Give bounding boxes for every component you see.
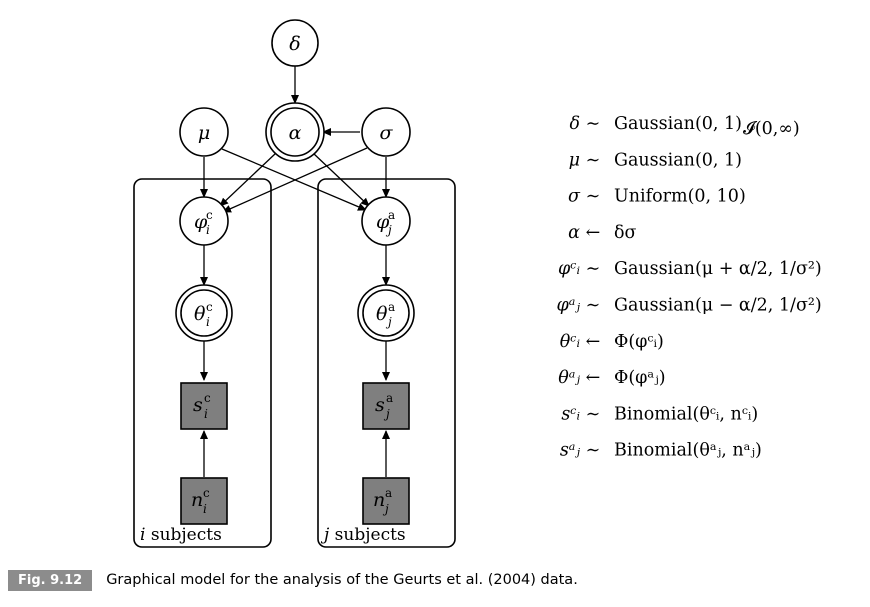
equation-rhs: Binomial(θᵃⱼ, nᵃⱼ) [614, 441, 762, 461]
equation-row: sᵃⱼ∼ Binomial(θᵃⱼ, nᵃⱼ) [560, 441, 762, 461]
svg-text:s: s [375, 394, 385, 416]
svg-text:s: s [193, 394, 203, 416]
svg-text:θ: θ [194, 303, 206, 325]
equation-operator: ∼ [586, 296, 601, 316]
plate-label-j: j subjects [320, 525, 406, 545]
equation-rhs: Uniform(0, 10) [614, 187, 746, 207]
svg-text:j: j [385, 315, 392, 329]
equation-row: δ ∼ Gaussian(0, 1)𝓘(0,∞) [569, 114, 799, 139]
equation-operator: ← [586, 368, 601, 388]
figure-caption: Fig. 9.12 Graphical model for the analys… [8, 568, 578, 592]
edge-alpha-phia [312, 152, 370, 207]
equation-row: φᵃⱼ∼ Gaussian(μ − α/2, 1/σ²) [557, 296, 822, 316]
svg-text:α: α [289, 122, 302, 144]
node-delta: δ [271, 19, 319, 67]
svg-text:j: j [383, 407, 390, 421]
svg-text:j: j [382, 502, 389, 516]
equation-lhs: sᶜᵢ [561, 404, 580, 424]
plate-label-i: i subjects [140, 525, 222, 545]
equation-rhs: Φ(φᶜᵢ) [614, 332, 664, 352]
equation-operator: ∼ [586, 187, 601, 207]
node-alpha: α [265, 102, 325, 162]
edge-alpha-phic [219, 152, 277, 207]
svg-text:n: n [191, 489, 203, 511]
equation-rhs: Gaussian(0, 1) [614, 114, 742, 134]
svg-text:a: a [385, 486, 392, 500]
equation-row: θᶜᵢ ← Φ(φᶜᵢ) [560, 332, 664, 352]
svg-text:j: j [385, 223, 392, 237]
figure-caption-text: Graphical model for the analysis of the … [106, 572, 578, 588]
svg-text:a: a [386, 391, 393, 405]
edge-mu-phia [221, 148, 367, 211]
equation-lhs: φᶜᵢ [558, 259, 580, 279]
node-s-c: s c i [180, 382, 228, 430]
svg-text:φ: φ [194, 211, 208, 233]
equation-operator: ∼ [586, 441, 601, 461]
svg-text:i: i [203, 502, 207, 516]
equation-row: σ∼ Uniform(0, 10) [568, 187, 746, 207]
node-theta-c: θ c i [175, 284, 233, 342]
svg-text:μ: μ [198, 122, 210, 144]
equation-lhs: θᶜᵢ [560, 332, 580, 352]
svg-text:i: i [206, 315, 210, 329]
svg-text:θ: θ [376, 303, 388, 325]
equation-operator: ∼ [586, 404, 601, 424]
svg-text:δ: δ [289, 33, 300, 55]
svg-text:c: c [206, 300, 213, 314]
plate-i-subjects [133, 178, 272, 548]
equation-rhs: Φ(φᵃⱼ) [614, 368, 666, 388]
equation-row: sᶜᵢ ∼ Binomial(θᶜᵢ, nᶜᵢ) [561, 404, 758, 424]
equation-row: μ ∼ Gaussian(0, 1) [569, 150, 742, 170]
equation-lhs: θᵃⱼ [558, 368, 580, 388]
svg-text:c: c [203, 486, 210, 500]
svg-text:φ: φ [376, 211, 390, 233]
figure-number-badge: Fig. 9.12 [8, 569, 93, 591]
node-s-a: s a j [362, 382, 410, 430]
svg-text:n: n [373, 489, 385, 511]
equation-rhs: Gaussian(0, 1) [614, 150, 742, 170]
equation-lhs: α [568, 223, 580, 243]
model-equations: δ∼Gaussian(0, 1)𝓘(0,∞)μ∼Gaussian(0, 1)σ∼… [557, 114, 822, 461]
equation-lhs: σ [568, 187, 581, 207]
equation-operator: ∼ [586, 114, 601, 134]
equation-operator: ∼ [586, 259, 601, 279]
node-n-c: n c i [180, 477, 228, 525]
equation-lhs: μ [569, 150, 580, 170]
svg-text:a: a [388, 300, 395, 314]
svg-text:c: c [204, 391, 211, 405]
svg-text:i: i [206, 223, 210, 237]
node-mu: μ [179, 107, 229, 157]
equation-row: α ← δσ [568, 223, 636, 243]
equation-operator: ∼ [586, 150, 601, 170]
equation-operator: ← [586, 332, 601, 352]
equation-rhs: Binomial(θᶜᵢ, nᶜᵢ) [614, 404, 758, 424]
equation-rhs: δσ [614, 223, 637, 243]
equation-row: φᶜᵢ ∼ Gaussian(μ + α/2, 1/σ²) [558, 259, 822, 279]
edge-sigma-phic [222, 147, 368, 213]
equation-lhs: φᵃⱼ [557, 296, 581, 316]
equation-lhs: sᵃⱼ [560, 441, 581, 461]
equation-rhs-subscript: 𝓘(0,∞) [743, 119, 800, 139]
equation-operator: ← [586, 223, 601, 243]
node-phi-c: φ c i [179, 196, 229, 246]
equation-rhs: Gaussian(μ − α/2, 1/σ²) [614, 296, 822, 316]
node-n-a: n a j [362, 477, 410, 525]
equation-rhs: Gaussian(μ + α/2, 1/σ²) [614, 259, 822, 279]
svg-text:a: a [388, 208, 395, 222]
node-sigma: σ [361, 107, 411, 157]
node-theta-a: θ a j [357, 284, 415, 342]
equation-row: θᵃⱼ ← Φ(φᵃⱼ) [558, 368, 665, 388]
svg-text:σ: σ [380, 122, 394, 144]
equation-lhs: δ [569, 114, 580, 134]
node-phi-a: φ a j [361, 196, 411, 246]
svg-text:c: c [206, 208, 213, 222]
svg-text:i: i [204, 407, 208, 421]
